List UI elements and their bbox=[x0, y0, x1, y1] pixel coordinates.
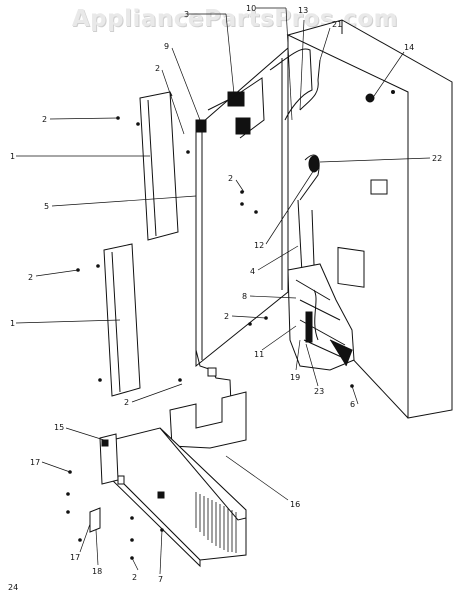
callout-19: 19 bbox=[290, 373, 300, 382]
side-panel-lower bbox=[103, 243, 141, 397]
callout-2: 2 bbox=[42, 115, 47, 124]
grille-vents bbox=[195, 492, 237, 553]
callout-13: 13 bbox=[298, 6, 308, 15]
callout-17: 17 bbox=[30, 458, 40, 467]
callout-3: 3 bbox=[184, 10, 189, 19]
base-bracket bbox=[169, 391, 247, 449]
callout-4: 4 bbox=[250, 267, 255, 276]
hinge-bracket-upper bbox=[195, 77, 265, 139]
callout-labels: 2 2 9 3 1 5 2 1 2 10 13 21 14 22 2 12 4 … bbox=[10, 4, 442, 584]
callout-23: 23 bbox=[314, 387, 324, 396]
page-number: 24 bbox=[8, 583, 19, 592]
callout-8: 8 bbox=[242, 292, 247, 301]
callout-2: 2 bbox=[228, 174, 233, 183]
grille-clip bbox=[89, 507, 101, 533]
toe-grille bbox=[107, 427, 247, 568]
side-panel-upper bbox=[139, 91, 179, 241]
callout-2: 2 bbox=[155, 64, 160, 73]
callout-9: 9 bbox=[164, 42, 169, 51]
rear-panel bbox=[195, 46, 289, 368]
callout-11: 11 bbox=[254, 350, 264, 359]
callout-1: 1 bbox=[10, 319, 15, 328]
callout-1: 1 bbox=[10, 152, 15, 161]
callout-15: 15 bbox=[54, 423, 64, 432]
callout-14: 14 bbox=[404, 43, 414, 52]
callout-2: 2 bbox=[132, 573, 137, 582]
machinery-compartment bbox=[287, 263, 355, 371]
callout-21: 21 bbox=[332, 20, 342, 29]
grille-bracket bbox=[99, 433, 119, 485]
callout-2: 2 bbox=[224, 312, 229, 321]
callout-10: 10 bbox=[246, 4, 256, 13]
callout-18: 18 bbox=[92, 567, 102, 576]
callout-17: 17 bbox=[70, 553, 80, 562]
callout-7: 7 bbox=[158, 575, 163, 584]
callout-12: 12 bbox=[254, 241, 264, 250]
callout-6: 6 bbox=[350, 400, 355, 409]
power-cord bbox=[195, 349, 233, 431]
callout-22: 22 bbox=[432, 154, 442, 163]
callout-2: 2 bbox=[28, 273, 33, 282]
callout-16: 16 bbox=[290, 500, 300, 509]
leader-lines bbox=[15, 7, 431, 575]
callout-2: 2 bbox=[124, 398, 129, 407]
callout-5: 5 bbox=[44, 202, 49, 211]
